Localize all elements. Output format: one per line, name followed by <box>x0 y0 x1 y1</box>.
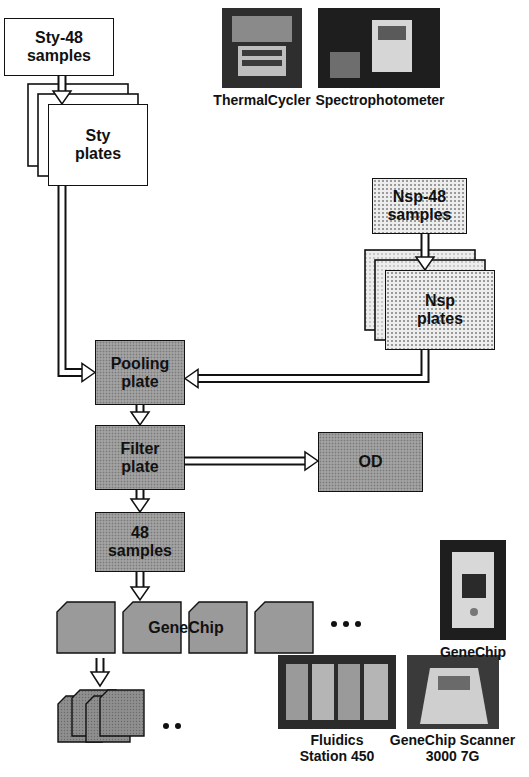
chip-band: GeneChip <box>55 600 317 655</box>
arrow-body <box>138 572 143 587</box>
hollow-arrow <box>62 186 95 382</box>
photo-caption: GeneChip Scanner 3000 7G <box>385 732 520 764</box>
process-box: 48 samples <box>95 512 185 572</box>
arrow-head <box>416 257 434 270</box>
chip-symbol <box>255 602 313 653</box>
arrow-head <box>185 370 198 388</box>
node-text: Sty plates <box>67 127 129 163</box>
genechip-photo <box>440 540 506 640</box>
arrow-outline <box>136 490 145 499</box>
hollow-arrow <box>185 452 318 470</box>
arrow-body <box>60 76 65 91</box>
arrow-outline <box>136 572 145 587</box>
node-text: Sty-48 samples <box>11 29 107 65</box>
ellipsis-dots <box>331 621 361 627</box>
sample-box: Nsp-48 samples <box>372 178 467 234</box>
arrow-head <box>131 587 149 600</box>
photo-caption: ThermalCycler <box>202 92 322 108</box>
arrow-head <box>53 91 71 104</box>
arrow-head <box>305 452 318 470</box>
node-text: Nsp plates <box>408 292 472 328</box>
process-box: Pooling plate <box>95 340 185 405</box>
arrow-body <box>138 490 143 499</box>
chip-symbol <box>57 602 115 653</box>
arrow-outline <box>198 350 425 379</box>
hollow-arrow <box>416 234 434 270</box>
hollow-arrow <box>131 490 149 512</box>
arrow-outline <box>421 234 430 257</box>
arrow-body <box>185 459 305 464</box>
arrow-body <box>62 186 82 373</box>
photo-caption: Spectrophotometer <box>310 92 450 108</box>
node-text: GeneChip <box>148 619 224 637</box>
arrow-outline <box>136 405 145 412</box>
fluidics-station-photo <box>278 655 396 729</box>
node-text: OD <box>359 453 383 471</box>
hollow-arrow <box>91 657 109 686</box>
arrow-outline <box>58 76 67 91</box>
sample-box: Sty-48 samples <box>4 18 114 76</box>
node-text: Nsp-48 samples <box>379 188 460 224</box>
process-box: Filter plate <box>95 425 185 490</box>
arrow-body <box>423 234 428 257</box>
hollow-arrow <box>185 350 425 388</box>
photo-caption: Fluidics Station 450 <box>287 732 387 764</box>
arrow-body <box>138 405 143 412</box>
hollow-arrow <box>131 405 149 425</box>
plate-box: Sty plates <box>48 104 148 186</box>
arrow-body <box>198 350 425 379</box>
plate-box: Nsp plates <box>385 270 495 350</box>
hollow-arrow <box>131 572 149 600</box>
arrow-head <box>82 364 95 382</box>
hollow-arrow <box>53 76 71 104</box>
thermal-cycler-photo <box>222 8 302 88</box>
scanner-photo <box>407 655 499 729</box>
photo-caption: GeneChip <box>427 644 519 660</box>
chip-row <box>58 690 181 742</box>
node-text: 48 samples <box>102 524 178 560</box>
arrow-outline <box>185 457 305 466</box>
arrow-outline <box>62 186 82 373</box>
node-text: Filter plate <box>102 440 178 476</box>
node-text: Pooling plate <box>102 355 178 391</box>
spectrophotometer-photo <box>318 8 440 88</box>
arrow-head <box>131 499 149 512</box>
arrow-head <box>131 412 149 425</box>
process-box: OD <box>318 432 423 492</box>
